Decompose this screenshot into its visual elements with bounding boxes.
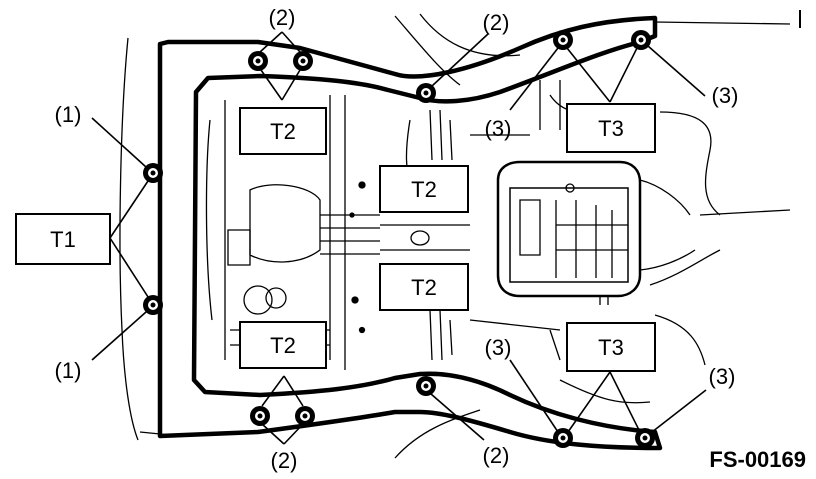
callout-3-bottom-mid: (3) [485, 335, 512, 360]
torque-label-t3-lower: T3 [598, 335, 624, 360]
callout-1-bottom: (1) [55, 358, 82, 383]
bolt-3-bottom-b [635, 428, 655, 448]
callout-3-top-mid: (3) [485, 116, 512, 141]
callout-1-top: (1) [55, 102, 82, 127]
callouts: (1) (1) (2) (2) (2) (2) (3) (3) (3) (3) [55, 5, 739, 473]
bolt-3-top-a [553, 30, 573, 50]
bolt-2-bottom-center [416, 376, 436, 396]
callout-3-bottom-right: (3) [709, 364, 736, 389]
background-sketch [119, 10, 801, 459]
bolt-3-bottom-a [553, 428, 573, 448]
bolt-2-top-center [416, 83, 436, 103]
torque-label-t3-upper: T3 [598, 116, 624, 141]
figure-id: FS-00169 [709, 447, 806, 472]
callout-2-bottom-center: (2) [483, 443, 510, 468]
callout-2-bottom-left: (2) [271, 448, 298, 473]
bolt-3-top-b [631, 30, 651, 50]
bolt-1-lower [143, 295, 163, 315]
bolt-2-bottom-b [295, 406, 315, 426]
torque-label-t2-lower-center: T2 [411, 275, 437, 300]
crossmember-outline [157, 15, 663, 451]
bolt-2-bottom-a [250, 406, 270, 426]
torque-label-t2-upper-center: T2 [411, 177, 437, 202]
torque-boxes: T1 T2 T2 T2 T2 T3 T3 [15, 103, 656, 372]
leader-lines [91, 31, 707, 445]
torque-box-t2-lower-center: T2 [379, 263, 469, 311]
torque-box-t2-upper-left: T2 [239, 107, 327, 155]
bolts [143, 30, 655, 448]
torque-box-t1: T1 [15, 213, 111, 265]
torque-box-t2-lower-left: T2 [239, 321, 327, 369]
callout-2-top-center: (2) [483, 10, 510, 35]
torque-label-t2-lower-left: T2 [270, 333, 296, 358]
torque-label-t1: T1 [50, 227, 76, 252]
bolt-2-top-b [293, 51, 313, 71]
callout-3-top-right: (3) [712, 83, 739, 108]
callout-2-top-left: (2) [269, 5, 296, 30]
torque-box-t3-lower: T3 [566, 322, 656, 372]
torque-label-t2-upper-left: T2 [270, 119, 296, 144]
bolt-1-upper [143, 163, 163, 183]
torque-box-t2-upper-center: T2 [379, 165, 469, 213]
bolt-2-top-a [248, 51, 268, 71]
torque-box-t3-upper: T3 [566, 103, 656, 153]
